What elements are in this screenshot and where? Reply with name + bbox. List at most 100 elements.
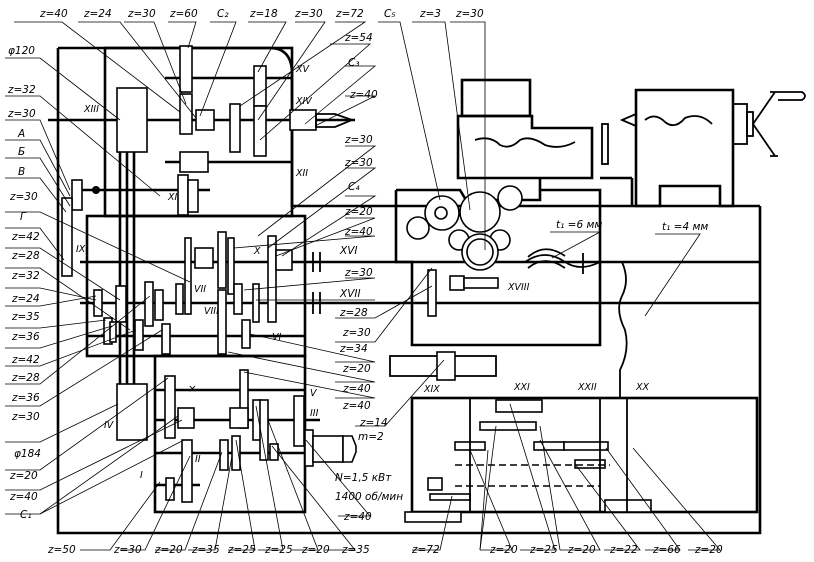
pulley-phi184	[116, 383, 148, 441]
gear-z30-top	[253, 65, 267, 107]
label-z36: z=36	[11, 331, 40, 343]
coupling-A	[92, 186, 100, 194]
label-z24: z=24	[11, 293, 40, 305]
label-clutch-c1: C₁	[20, 509, 32, 521]
label-z24-top: z=24	[83, 8, 112, 20]
label-z60-top: z=60	[169, 8, 198, 20]
label-z40-r1: z=40	[349, 89, 378, 101]
rack-and-lower-apron	[389, 351, 759, 523]
shaft-label-XIV: XIV	[295, 96, 313, 107]
label-clutch-c4: C₄	[348, 181, 360, 193]
tailstock-body	[634, 88, 735, 208]
gear-VIII-a	[217, 231, 227, 289]
label-z30-3: z=30	[11, 411, 40, 423]
gear-z36b	[144, 281, 154, 327]
label-z40-r4: z=40	[342, 400, 371, 412]
cross-screw	[474, 137, 576, 148]
label-z30-r2: z=30	[344, 157, 373, 169]
label-V: В	[18, 166, 25, 178]
electric-motor	[304, 429, 357, 467]
speed-gearbox-gears: ×	[116, 369, 305, 503]
clutch-III	[229, 407, 249, 429]
gear-B	[71, 179, 83, 211]
label-z28-r: z=28	[339, 307, 368, 319]
pulley-phi120	[116, 87, 148, 153]
spindle-nose	[315, 113, 355, 128]
carriage-top	[456, 78, 634, 206]
gear-z40-motor	[293, 395, 305, 447]
headstock-housing-outline	[58, 46, 396, 208]
label-z28: z=28	[11, 250, 40, 262]
tool-post	[460, 78, 532, 118]
label-z28-2: z=28	[11, 372, 40, 384]
top-labels: z=40 z=24 z=30 z=60 C₂ z=18 z=30 z=72 C₅…	[39, 8, 484, 20]
shaft-label-XVIII: XVIII	[507, 282, 530, 293]
gear-z24	[93, 289, 103, 317]
gear-VIII-b	[217, 289, 227, 355]
right-labels: z=54 C₃ z=40 z=30 z=30 C₄ z=20 z=40 XVI …	[339, 32, 388, 443]
gear-V-G	[61, 197, 73, 277]
cross-screw-pitch-label: t₁ =4 мм	[662, 221, 708, 233]
headstock-gears	[61, 45, 355, 277]
label-z25-b1: z=25	[227, 544, 256, 556]
label-z30-2: z=30	[9, 191, 38, 203]
shaft-label-XII: XII	[295, 168, 308, 179]
label-z35-b1: z=35	[191, 544, 220, 556]
apron-body	[394, 190, 602, 347]
label-z50: z=50	[47, 544, 76, 556]
gear-X-a	[252, 283, 260, 323]
label-z20-r2: z=20	[342, 363, 371, 375]
tailstock-handle	[778, 91, 806, 101]
leader-lines	[5, 21, 721, 551]
label-z30-b: z=30	[113, 544, 142, 556]
shaft-label-VI: VI	[272, 332, 281, 343]
shaft-label-IV: IV	[104, 420, 115, 431]
bearing-mark: ×	[188, 383, 197, 395]
shaft-label-XIX: XIX	[423, 384, 440, 395]
left-labels: φ120 z=32 z=30 A Б В z=30 Г z=42 z=28 z=…	[7, 45, 41, 521]
gear-z18	[229, 103, 241, 153]
clutch-C2	[195, 109, 215, 131]
bed-outline	[56, 48, 762, 535]
label-z25-b3: z=25	[529, 544, 558, 556]
label-z14-r: z=14	[359, 417, 388, 429]
label-z20-b4: z=20	[567, 544, 596, 556]
label-z40-b: z=40	[343, 511, 372, 523]
gear-VIII-e	[241, 319, 251, 349]
apron-gear-3	[497, 185, 523, 211]
label-z42: z=42	[11, 231, 40, 243]
label-clutch-c2: C₂	[217, 8, 229, 20]
tailstock-center	[619, 113, 637, 127]
slide-supports	[538, 178, 634, 206]
tailstock-quill-bearing	[732, 103, 748, 145]
gear-z30	[154, 289, 164, 321]
label-z18-top: z=18	[249, 8, 278, 20]
gear-block-XI	[179, 151, 209, 173]
label-z32: z=32	[7, 84, 36, 96]
apron-gear-z30	[459, 191, 501, 233]
shaft-label-III: III	[310, 408, 319, 419]
label-shaft-XVI: XVI	[339, 245, 357, 257]
label-z20: z=20	[9, 470, 38, 482]
motor-power-label: N=1,5 кВт	[335, 472, 392, 484]
label-z20-b1: z=20	[154, 544, 183, 556]
gear-z28	[134, 319, 144, 351]
label-z36-2: z=36	[11, 392, 40, 404]
label-shaft-XVII: XVII	[339, 288, 361, 300]
label-B: Б	[18, 146, 25, 158]
shaft-label-XV: XV	[295, 64, 311, 75]
clutch-C3	[289, 109, 317, 131]
tailstock-screw	[644, 115, 713, 127]
label-z25-b2: z=25	[264, 544, 293, 556]
gear-z24-top	[179, 93, 193, 135]
rack-z72	[429, 493, 471, 501]
shaft-label-XXII: XXII	[577, 382, 597, 393]
screw-markings	[524, 248, 628, 398]
apron-gear-hub	[434, 206, 448, 220]
motor-flange	[304, 429, 314, 467]
label-z30-r3: z=30	[344, 267, 373, 279]
lower-apron-box	[410, 396, 759, 514]
label-z20-b3: z=20	[489, 544, 518, 556]
worm-z3	[449, 275, 465, 291]
